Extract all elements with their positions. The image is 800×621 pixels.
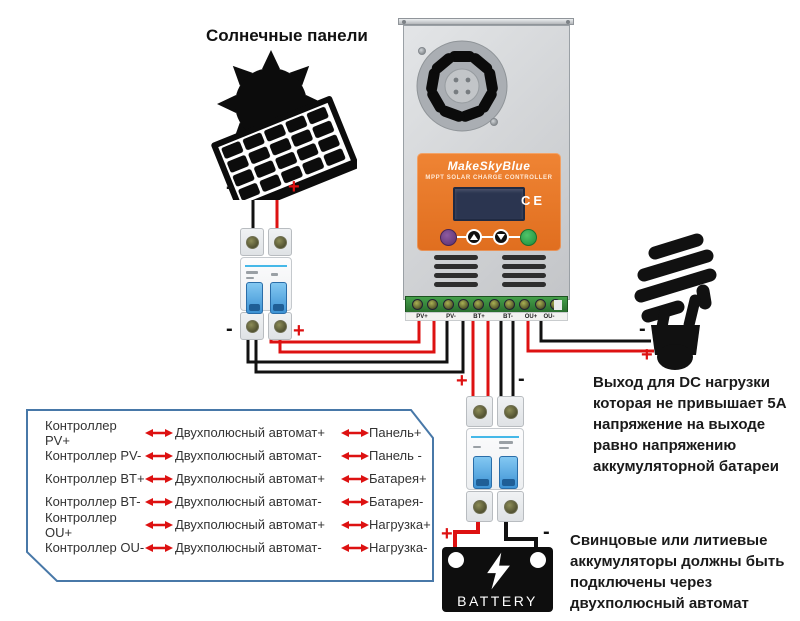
battery-label: BATTERY	[457, 593, 538, 609]
double-arrow-icon	[145, 451, 175, 461]
terminal-screw	[457, 299, 469, 310]
table-cell-target: Батарея+	[369, 471, 427, 486]
battery-minus-label: -	[543, 521, 550, 543]
double-arrow-icon	[145, 474, 175, 484]
down-button[interactable]	[493, 229, 509, 245]
up-button[interactable]	[466, 229, 482, 245]
breaker1-minus-label: -	[226, 318, 233, 340]
ce-mark: CE	[521, 193, 546, 208]
terminal-screw	[427, 299, 439, 310]
double-arrow-icon	[145, 428, 175, 438]
table-cell-breaker: Двухполюсный автомат-	[175, 494, 322, 509]
table-row: Контроллер BT- Двухполюсный автомат- Бат…	[45, 493, 427, 510]
double-arrow-icon	[341, 474, 369, 484]
solar-panels-title: Солнечные панели	[206, 26, 368, 45]
lightning-bolt-icon	[487, 552, 510, 590]
double-arrow-icon	[341, 497, 369, 507]
table-row: Контроллер BT+ Двухполюсный автомат+ Бат…	[45, 470, 427, 487]
terminal-screw	[412, 299, 423, 310]
table-cell-target: Батарея-	[369, 494, 424, 509]
table-cell-breaker: Двухполюсный автомат+	[175, 517, 325, 532]
table-cell-controller: Контроллер OU+	[45, 509, 117, 540]
table-row: Контроллер OU- Двухполюсный автомат- Наг…	[45, 539, 427, 556]
panel-plus-label: +	[288, 176, 300, 198]
terminal-screw	[488, 299, 500, 310]
vent-slots	[434, 255, 478, 287]
case-screw	[490, 118, 498, 126]
table-cell-target: Нагрузка+	[369, 517, 431, 532]
table-cell-breaker: Двухполюсный автомат+	[175, 425, 325, 440]
double-arrow-icon	[341, 543, 369, 553]
table-row: Контроллер OU+ Двухполюсный автомат+ Наг…	[45, 510, 431, 540]
terminal-label-strip: PV+ PV- BT+ BT- OU+ OU-	[405, 312, 568, 321]
lcd-display	[453, 187, 525, 221]
table-cell-controller: Контроллер PV+	[45, 417, 117, 448]
table-cell-controller: Контроллер BT-	[45, 494, 141, 509]
enter-button[interactable]	[520, 229, 537, 246]
lamp-minus-label: -	[639, 318, 646, 340]
terminal-label-bt-minus: BT-	[503, 314, 513, 320]
controller-subtitle: MPPT SOLAR CHARGE CONTROLLER	[425, 175, 553, 181]
battery-circuit-breaker	[466, 396, 524, 524]
battery-positive-terminal	[448, 552, 464, 568]
pv-circuit-breaker	[240, 228, 292, 340]
charge-controller: MakeSkyBlue MPPT SOLAR CHARGE CONTROLLER…	[403, 25, 570, 300]
dc-load-note: Выход для DC нагрузки которая не привыша…	[593, 374, 787, 475]
double-arrow-icon	[145, 497, 175, 507]
breaker2-plus-label: +	[456, 370, 468, 392]
double-arrow-icon	[145, 520, 175, 530]
terminal-block	[405, 296, 568, 313]
table-cell-controller: Контроллер PV-	[45, 448, 142, 463]
breaker1-plus-label: +	[293, 320, 305, 342]
vent-slots	[502, 255, 546, 287]
battery-note: Свинцовые или литиевые аккумуляторы долж…	[570, 532, 785, 612]
case-screw	[418, 47, 426, 55]
menu-button[interactable]	[440, 229, 457, 246]
terminal-screw	[534, 299, 546, 310]
down-arrow-icon	[497, 234, 505, 240]
terminal-screw	[442, 299, 454, 310]
terminal-label-pv-plus: PV+	[416, 314, 428, 320]
table-cell-target: Нагрузка-	[369, 540, 428, 555]
table-outline	[26, 409, 434, 582]
double-arrow-icon	[341, 428, 369, 438]
battery-negative-terminal	[530, 552, 546, 568]
table-cell-target: Панель -	[369, 448, 422, 463]
double-arrow-icon	[145, 543, 175, 553]
breaker2-minus-label: -	[518, 368, 525, 390]
table-cell-controller: Контроллер BT+	[45, 471, 145, 486]
terminal-label-bt-plus: BT+	[473, 314, 485, 320]
table-cell-breaker: Двухполюсный автомат+	[175, 471, 325, 486]
double-arrow-icon	[341, 451, 369, 461]
table-row: Контроллер PV- Двухполюсный автомат- Пан…	[45, 447, 427, 464]
brand-text: MakeSkyBlue	[447, 159, 531, 173]
terminal-label-ou-plus: OU+	[524, 314, 538, 320]
terminal-label-pv-minus: PV-	[446, 314, 456, 320]
controller-mount-flange	[398, 18, 574, 25]
terminal-screw	[503, 299, 515, 310]
controller-front-panel: MakeSkyBlue MPPT SOLAR CHARGE CONTROLLER…	[417, 153, 561, 251]
panel-minus-label: -	[226, 176, 233, 198]
terminal-label-ou-minus: OU-	[543, 314, 555, 320]
battery-plus-label: +	[441, 523, 453, 545]
table-cell-breaker: Двухполюсный автомат-	[175, 448, 322, 463]
table-cell-target: Панель+	[369, 425, 422, 440]
cfl-lamp-icon	[634, 233, 717, 370]
terminal-screw	[473, 299, 485, 310]
table-cell-controller: Контроллер OU-	[45, 540, 145, 555]
cooling-fan-icon	[416, 40, 508, 132]
table-row: Контроллер PV+ Двухполюсный автомат+ Пан…	[45, 418, 427, 448]
battery: BATTERY	[442, 547, 553, 612]
up-arrow-icon	[470, 234, 478, 240]
table-cell-breaker: Двухполюсный автомат-	[175, 540, 322, 555]
terminal-screw	[519, 299, 531, 310]
solar-panel-icon	[211, 50, 357, 200]
double-arrow-icon	[341, 520, 369, 530]
lamp-plus-label: +	[641, 344, 653, 366]
